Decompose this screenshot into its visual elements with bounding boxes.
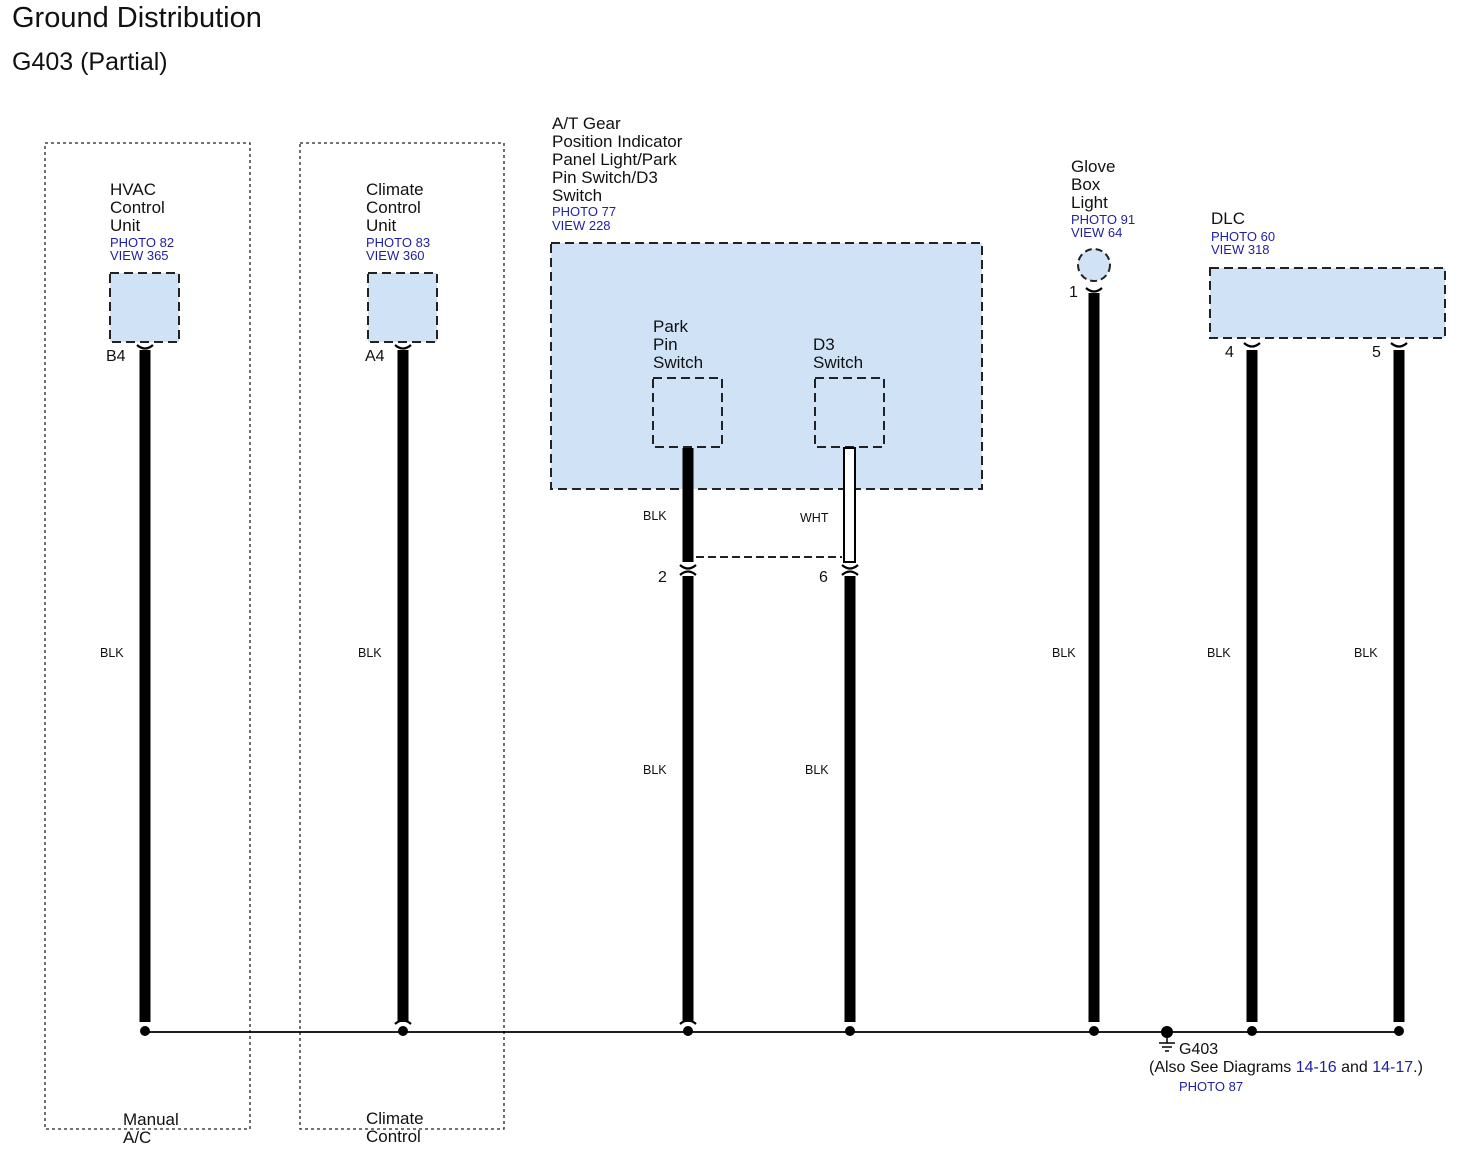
wire-color-label: BLK xyxy=(1052,646,1076,660)
wire-color-label: BLK xyxy=(358,646,382,660)
climate-view-link[interactable]: VIEW 360 xyxy=(366,248,425,263)
wire-color-label: BLK xyxy=(805,763,829,777)
ground-name-label: G403 xyxy=(1179,1041,1219,1058)
ground-note-text: and xyxy=(1336,1059,1373,1076)
dlc-photo-link[interactable]: PHOTO 60 xyxy=(1211,229,1276,244)
glove-box-photo-link[interactable]: PHOTO 91 xyxy=(1071,212,1136,227)
option-box-manual-ac xyxy=(44,142,251,1130)
at-gear-photo-link[interactable]: PHOTO 77 xyxy=(552,204,617,219)
pin-b4: B4 xyxy=(106,348,126,365)
hvac-photo-link[interactable]: PHOTO 82 xyxy=(110,235,175,250)
glove-box-view-link[interactable]: VIEW 64 xyxy=(1071,225,1123,240)
at-gear-indicator-label: A/T Gear Position Indicator Panel Light/… xyxy=(552,114,683,205)
terminal-cap xyxy=(679,1019,697,1025)
ground-symbol xyxy=(1159,1038,1175,1052)
terminal-cap xyxy=(679,564,697,576)
terminal-cap xyxy=(394,1019,412,1025)
ground-note-text: (Also See Diagrams xyxy=(1149,1059,1296,1076)
climate-control-unit-label: Climate Control Unit xyxy=(366,180,424,235)
pin-4: 4 xyxy=(1225,344,1234,361)
climate-connector-box xyxy=(367,272,438,343)
diagram-link-14-17[interactable]: 14-17 xyxy=(1372,1059,1414,1076)
page-title: Ground Distribution xyxy=(12,2,262,34)
hvac-view-link[interactable]: VIEW 365 xyxy=(110,248,169,263)
splice-dot xyxy=(1247,1026,1257,1036)
d3-switch-label: D3 Switch xyxy=(813,335,864,372)
at-gear-component-box xyxy=(550,242,983,490)
wire-color-label: BLK xyxy=(1207,646,1231,660)
terminal-cap xyxy=(136,344,154,350)
hvac-control-unit-label: HVAC Control Unit xyxy=(110,180,165,235)
ground-note-text: .) xyxy=(1413,1059,1423,1076)
splice-dot xyxy=(140,1026,150,1036)
page-subtitle: G403 (Partial) xyxy=(12,48,168,76)
pin-5: 5 xyxy=(1372,344,1381,361)
at-gear-view-link[interactable]: VIEW 228 xyxy=(552,218,611,233)
terminal-cap xyxy=(1390,342,1408,348)
dlc-view-link[interactable]: VIEW 318 xyxy=(1211,242,1270,257)
wire-color-label: BLK xyxy=(643,509,667,523)
d3-switch-box xyxy=(814,377,885,448)
splice-dot xyxy=(398,1026,408,1036)
splice-dot xyxy=(845,1026,855,1036)
pin-6: 6 xyxy=(819,569,828,586)
terminal-caps xyxy=(136,287,1408,1025)
climate-photo-link[interactable]: PHOTO 83 xyxy=(366,235,431,250)
pin-2: 2 xyxy=(658,569,667,586)
ground-note: (Also See Diagrams 14-16 and 14-17.) xyxy=(1149,1059,1423,1077)
option-box-climate-control xyxy=(299,142,505,1130)
option-group-climate-control-label: Climate Control xyxy=(366,1109,424,1146)
splice-dot xyxy=(1089,1026,1099,1036)
glove-box-light-label: Glove Box Light xyxy=(1071,157,1116,212)
wires xyxy=(139,293,1405,1022)
park-pin-switch-label: Park Pin Switch xyxy=(653,317,704,372)
splice-dot xyxy=(683,1026,693,1036)
terminal-cap xyxy=(1085,287,1103,293)
wire-color-label: BLK xyxy=(100,646,124,660)
ground-point-dot xyxy=(1161,1026,1173,1038)
park-pin-switch-box xyxy=(652,377,723,448)
terminal-cap xyxy=(1243,342,1261,348)
dlc-label: DLC xyxy=(1211,209,1246,228)
hvac-connector-box xyxy=(109,272,180,343)
diagram-link-14-16[interactable]: 14-16 xyxy=(1295,1059,1337,1076)
ground-photo-link[interactable]: PHOTO 87 xyxy=(1179,1079,1244,1094)
wire-color-label: BLK xyxy=(1354,646,1378,660)
terminal-cap xyxy=(841,564,859,576)
wire-color-label: BLK xyxy=(643,763,667,777)
splice-dot xyxy=(1394,1026,1404,1036)
wire-d3-upper-wht xyxy=(843,447,856,563)
dlc-connector-box xyxy=(1209,267,1446,339)
pin-a4: A4 xyxy=(365,348,385,365)
option-group-manual-ac-label: Manual A/C xyxy=(123,1110,179,1147)
wire-color-label: WHT xyxy=(800,511,829,525)
glove-box-bulb xyxy=(1077,248,1111,282)
pin-1: 1 xyxy=(1069,284,1078,301)
terminal-cap xyxy=(394,344,412,350)
splice-points xyxy=(140,1026,1404,1038)
